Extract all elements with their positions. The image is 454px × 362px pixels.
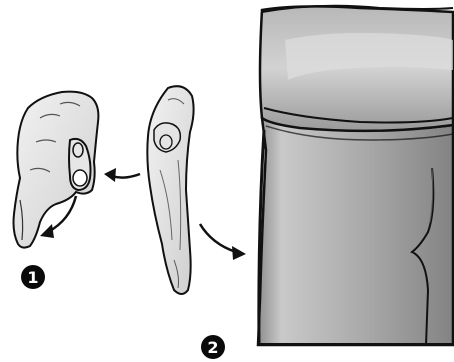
pinching-hand: [14, 92, 99, 248]
thumb-nail: [73, 170, 87, 186]
step-1-number: 1: [27, 268, 38, 287]
forearm-shape: [147, 86, 193, 294]
forearm: [147, 86, 193, 294]
arrow-to-hand: [104, 168, 140, 182]
step-2-number: 2: [207, 338, 218, 357]
arrow-to-boot: [200, 224, 246, 260]
boot-shaft: [258, 118, 453, 345]
step-2-badge: 2: [201, 335, 225, 359]
step-1-badge: 1: [21, 265, 45, 289]
boot: [258, 6, 453, 345]
